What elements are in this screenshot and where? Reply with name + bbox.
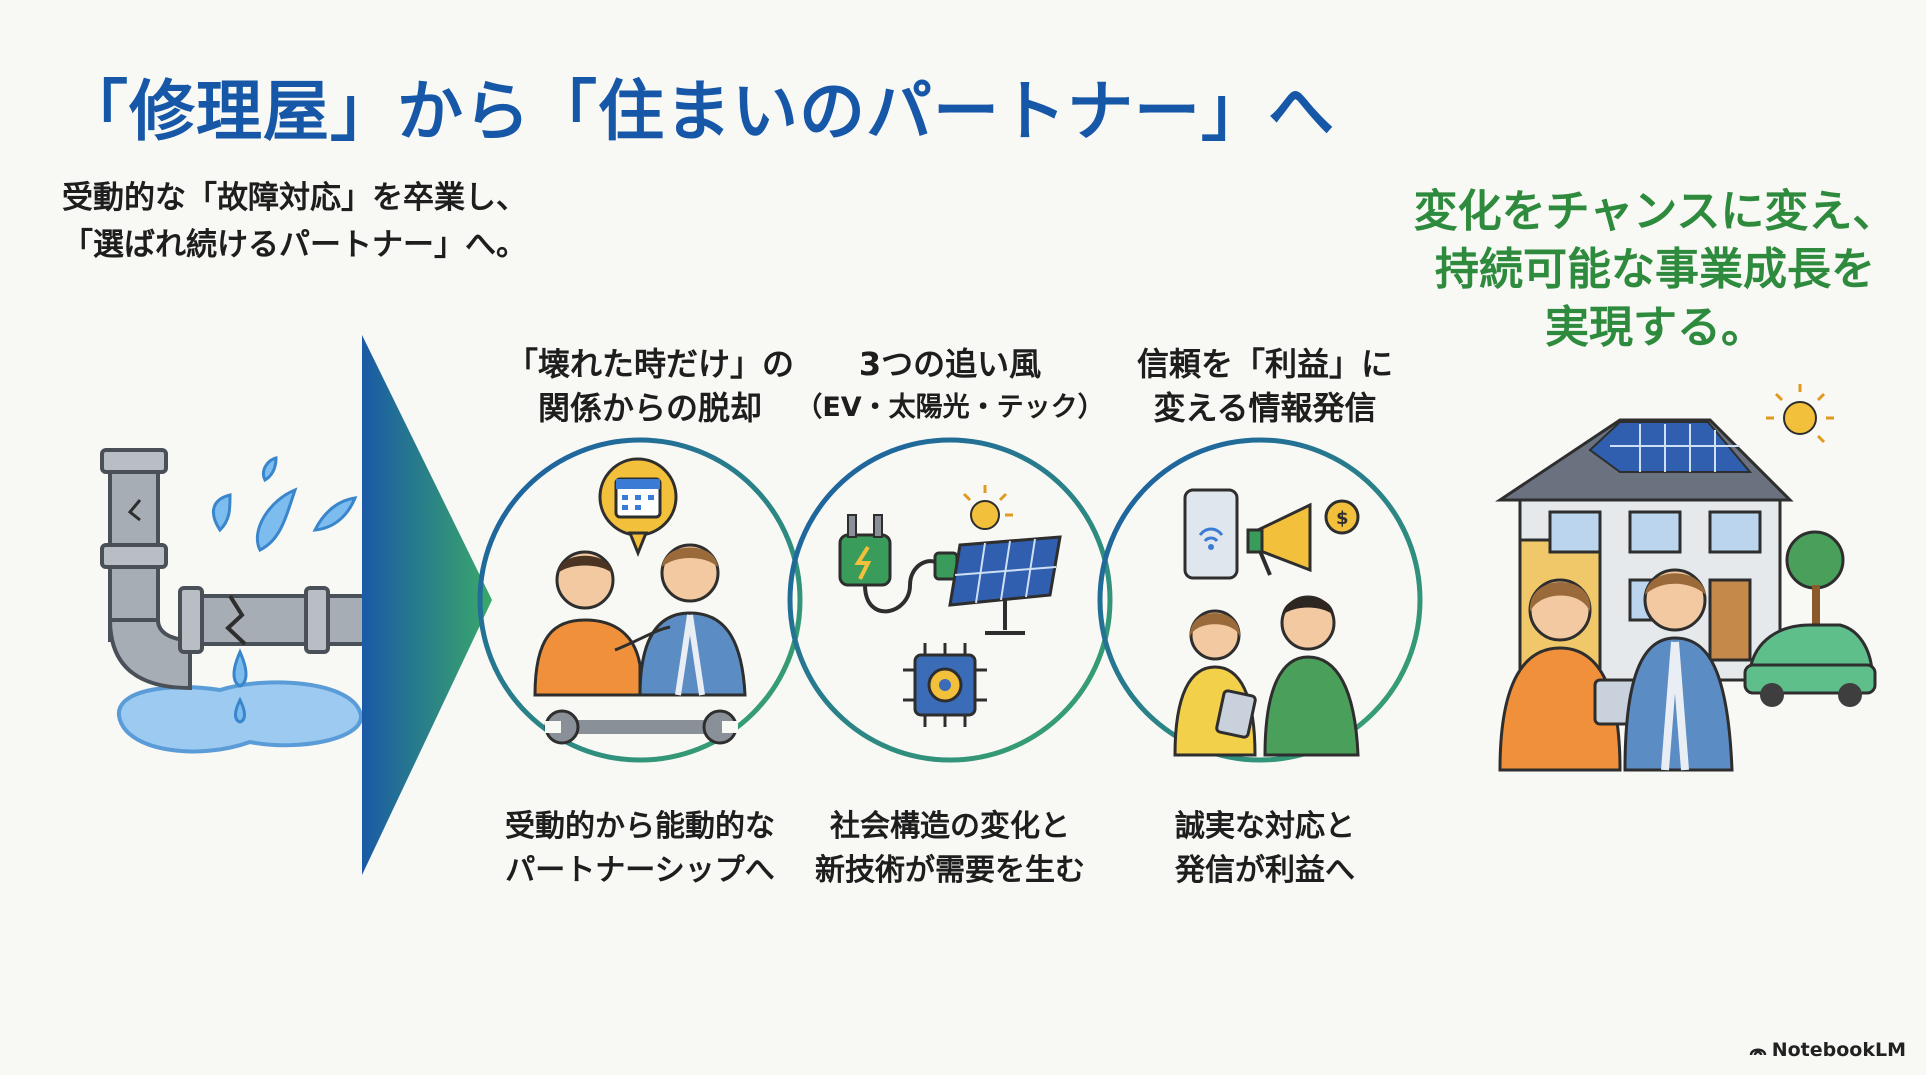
stage-3-ring: [1097, 437, 1423, 763]
subtitle-line-1: 受動的な「故障対応」を卒業し、: [62, 180, 527, 216]
stage-1-header-line-1: 「壊れた時だけ」の: [505, 345, 794, 383]
svg-text:$: $: [1336, 508, 1349, 529]
page-title: 「修理屋」から「住まいのパートナー」へ: [62, 73, 1335, 150]
broken-pipe-illustration: [100, 448, 382, 754]
stage-3-header: 信頼を「利益」に 変える情報発信: [1105, 342, 1425, 430]
stage-3-footer-line-2: 発信が利益へ: [1175, 853, 1355, 888]
brand-label: NotebookLM: [1771, 1039, 1906, 1061]
partnership-illustration: [533, 457, 747, 745]
stage-2-ring: [787, 437, 1113, 763]
information-sharing-illustration: $: [1173, 488, 1360, 757]
goal-line-2: 持続可能な事業成長を: [1435, 244, 1875, 295]
stage-1-ring: [477, 437, 803, 763]
stage-3-footer-line-1: 誠実な対応と: [1175, 809, 1355, 844]
stage-3-footer: 誠実な対応と 発信が利益へ: [1105, 805, 1425, 893]
stage-2-footer-line-2: 新技術が需要を生む: [815, 853, 1085, 888]
stage-1-footer: 受動的から能動的な パートナーシップへ: [480, 805, 800, 893]
stage-2-footer-line-1: 社会構造の変化と: [830, 809, 1070, 844]
stage-1-footer-line-2: パートナーシップへ: [505, 853, 775, 888]
stage-2-header-line-2: （EV・太陽光・テック）: [795, 392, 1105, 423]
goal-statement: 変化をチャンスに変え、 持続可能な事業成長を 実現する。: [1410, 183, 1900, 357]
stage-1-header-line-2: 関係からの脱却: [537, 389, 762, 427]
stage-3-header-line-1: 信頼を「利益」に: [1136, 345, 1393, 383]
stage-3-header-line-2: 変える情報発信: [1153, 389, 1377, 427]
stage-1-header: 「壊れた時だけ」の 関係からの脱却: [490, 342, 810, 430]
subtitle: 受動的な「故障対応」を卒業し、 「選ばれ続けるパートナー」へ。: [62, 175, 527, 269]
goal-line-1: 変化をチャンスに変え、: [1413, 186, 1897, 237]
stage-2-footer: 社会構造の変化と 新技術が需要を生む: [790, 805, 1110, 893]
house-partner-illustration: [1495, 384, 1877, 772]
stage-1-footer-line-1: 受動的から能動的な: [505, 809, 775, 844]
stage-2-header-line-1: 3つの追い風: [858, 345, 1042, 383]
chevron-arrow: [362, 335, 492, 875]
goal-line-3: 実現する。: [1545, 302, 1765, 353]
notebooklm-logo-icon: [1749, 1048, 1766, 1056]
tailwinds-illustration: [838, 485, 1062, 727]
subtitle-line-2: 「選ばれ続けるパートナー」へ。: [62, 227, 527, 263]
stage-rings: [477, 437, 1423, 763]
stage-2-header: 3つの追い風 （EV・太陽光・テック）: [790, 342, 1110, 430]
notebooklm-watermark: NotebookLM: [1749, 1039, 1906, 1061]
